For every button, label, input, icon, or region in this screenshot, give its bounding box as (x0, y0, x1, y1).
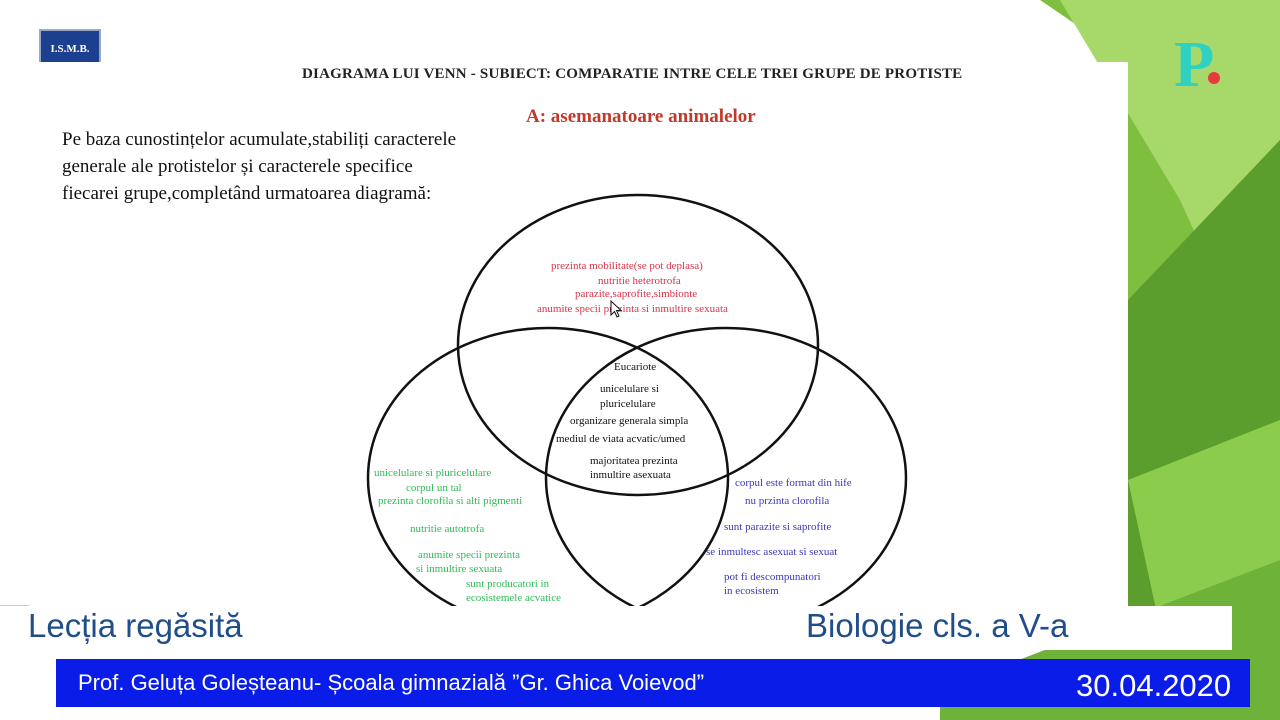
left-circle-text: ecosistemele acvatice (466, 592, 561, 604)
center-text: pluricelulare (600, 398, 656, 410)
left-circle-text: corpul un tal (406, 482, 462, 494)
right-circle-text: nu przinta clorofila (745, 495, 830, 507)
class-label: Biologie cls. a V-a (806, 607, 1069, 644)
top-circle-text: nutritie heterotrofa (598, 275, 681, 287)
center-text: organizare generala simpla (570, 415, 689, 427)
right-circle-text: in ecosistem (724, 585, 779, 597)
center-text: Eucariote (614, 361, 657, 373)
center-text: mediul de viata acvatic/umed (556, 433, 686, 445)
brand-p-logo: P (1174, 28, 1220, 96)
left-circle-text: unicelulare si pluricelulare (374, 467, 492, 479)
teacher-credit: Prof. Geluța Goleșteanu- Școala gimnazia… (78, 670, 705, 695)
top-circle-text: prezinta mobilitate(se pot deplasa) (551, 260, 703, 272)
caption-bar (0, 606, 1232, 650)
diagram-subtitle: A: asemanatoare animalelor (526, 106, 756, 127)
center-text: majoritatea prezinta (590, 455, 678, 467)
top-circle-text: parazite,saprofite,simbionte (575, 288, 698, 300)
right-circle-text: pot fi descompunatori (724, 571, 821, 583)
right-circle-text: sunt parazite si saprofite (724, 521, 832, 533)
brand-letter: P (1174, 28, 1214, 96)
right-circle-text: corpul este format din hife (735, 477, 852, 489)
left-circle-text: anumite specii prezinta (418, 549, 521, 561)
diagram-title: DIAGRAMA LUI VENN - SUBIECT: COMPARATIE … (302, 66, 963, 82)
instructions-text: Pe baza cunostințelor acumulate,stabiliț… (62, 126, 532, 207)
left-circle-text: sunt producatori in (466, 578, 550, 590)
logo-text: I.S.M.B. (50, 43, 89, 55)
instructions-line: generale ale protistelor și caracterele … (62, 156, 413, 177)
top-circle-text: anumite specii prezinta si inmultire sex… (537, 303, 728, 315)
venn-circle-top (456, 193, 820, 497)
mouse-cursor-icon (610, 300, 622, 318)
lesson-title: Lecția regăsită (28, 607, 243, 644)
center-text: unicelulare si (600, 383, 659, 395)
instructions-line: fiecarei grupe,completând urmatoarea dia… (62, 183, 432, 204)
right-circle-text: se inmultesc asexuat si sexuat (706, 546, 838, 558)
slide-content-area (0, 62, 1128, 605)
left-circle-text: prezinta clorofila si alti pigmenti (378, 495, 523, 507)
left-circle-text: nutritie autotrofa (410, 523, 485, 535)
teacher-bar (56, 659, 1250, 707)
center-text: inmultire asexuata (590, 469, 671, 481)
left-circle-text: si inmultire sexuata (416, 563, 503, 575)
instructions-line: Pe baza cunostințelor acumulate,stabiliț… (62, 129, 457, 150)
lesson-date: 30.04.2020 (1076, 668, 1232, 703)
